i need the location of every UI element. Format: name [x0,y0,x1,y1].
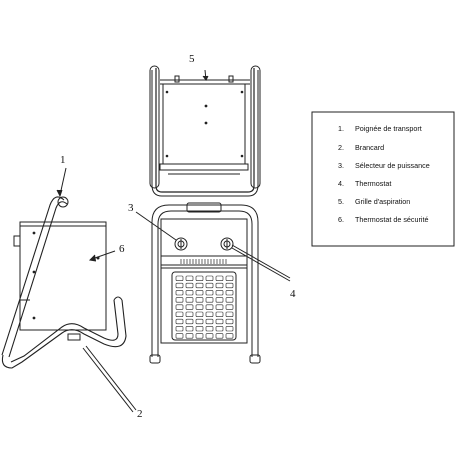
grille-slot [175,282,184,289]
legend-num: 2. [338,143,344,152]
grille-slot [205,304,214,310]
front-view [149,202,261,364]
grille-slot [215,297,224,303]
leader-4 [231,247,291,282]
leader-2 [85,345,137,411]
grille-slot [215,311,224,317]
legend-text: Thermostat [355,179,391,188]
grille-slot [205,326,214,332]
grille-slot [175,304,184,310]
legend-num: 4. [338,179,344,188]
grille-slot [205,318,214,325]
legend-num: 3. [338,161,344,170]
legend-list: 1. Poignée de transport 2. Brancard 3. S… [338,124,430,224]
grille-slot [175,311,184,317]
grille-slot [225,297,234,303]
callout-6: 6 [119,243,125,255]
grille-slot [175,297,184,303]
grille-slot [195,290,204,296]
leader-3 [135,211,177,241]
grille-slot [215,304,224,310]
grille-slot [215,318,224,325]
grille-slot [225,282,234,289]
leader-6 [91,250,116,260]
legend-num: 5. [338,197,344,206]
grille-slot [205,333,214,339]
grille-slot [185,318,194,325]
callout-5: 5 [189,53,195,65]
grille-slot [205,290,214,296]
legend-text: Poignée de transport [355,124,422,133]
grille-slot [195,326,204,332]
grille-slot [195,304,204,310]
grille-slot [215,282,224,289]
suction-grille [175,275,234,339]
side-view [1,196,127,369]
grille-slot [185,311,194,317]
grille-slot [175,290,184,296]
grille-slot [185,333,194,339]
grille-slot [185,297,194,303]
grille-slot [195,333,204,339]
grille-slot [225,304,234,310]
grille-slot [225,311,234,317]
grille-slot [215,333,224,339]
legend-text: Sélecteur de puissance [355,161,430,170]
grille-slot [225,275,234,281]
grille-slot [175,318,184,325]
grille-slot [175,333,184,339]
grille-slot [195,297,204,303]
legend-text: Thermostat de sécurité [355,215,429,224]
grille-slot [175,275,184,281]
legend-num: 1. [338,124,344,133]
grille-slot [205,297,214,303]
grille-slot [205,275,214,281]
legend-box [311,111,455,247]
grille-slot [195,275,204,281]
callout-3: 3 [128,202,134,214]
grille-slot [185,326,194,332]
grille-slot [195,282,204,289]
grille-slot [225,326,234,332]
grille-slot [185,290,194,296]
grille-slot [225,318,234,325]
grille-slot [215,275,224,281]
grille-slot [225,333,234,339]
top-view [149,65,261,197]
grille-slot [185,282,194,289]
legend-text: Brancard [355,143,384,152]
vent-strip [180,259,227,264]
callout-2: 2 [137,408,143,420]
grille-slot [205,282,214,289]
grille-slot [225,290,234,296]
grille-slot [205,311,214,317]
callout-1: 1 [60,154,66,166]
grille-slot [175,326,184,332]
grille-slot [185,275,194,281]
grille-slot [195,311,204,317]
callout-4: 4 [290,288,296,300]
grille-slot [185,304,194,310]
grille-slot [215,290,224,296]
grille-slot [195,318,204,325]
legend-text: Grille d'aspiration [355,197,410,206]
legend-num: 6. [338,215,344,224]
grille-slot [215,326,224,332]
